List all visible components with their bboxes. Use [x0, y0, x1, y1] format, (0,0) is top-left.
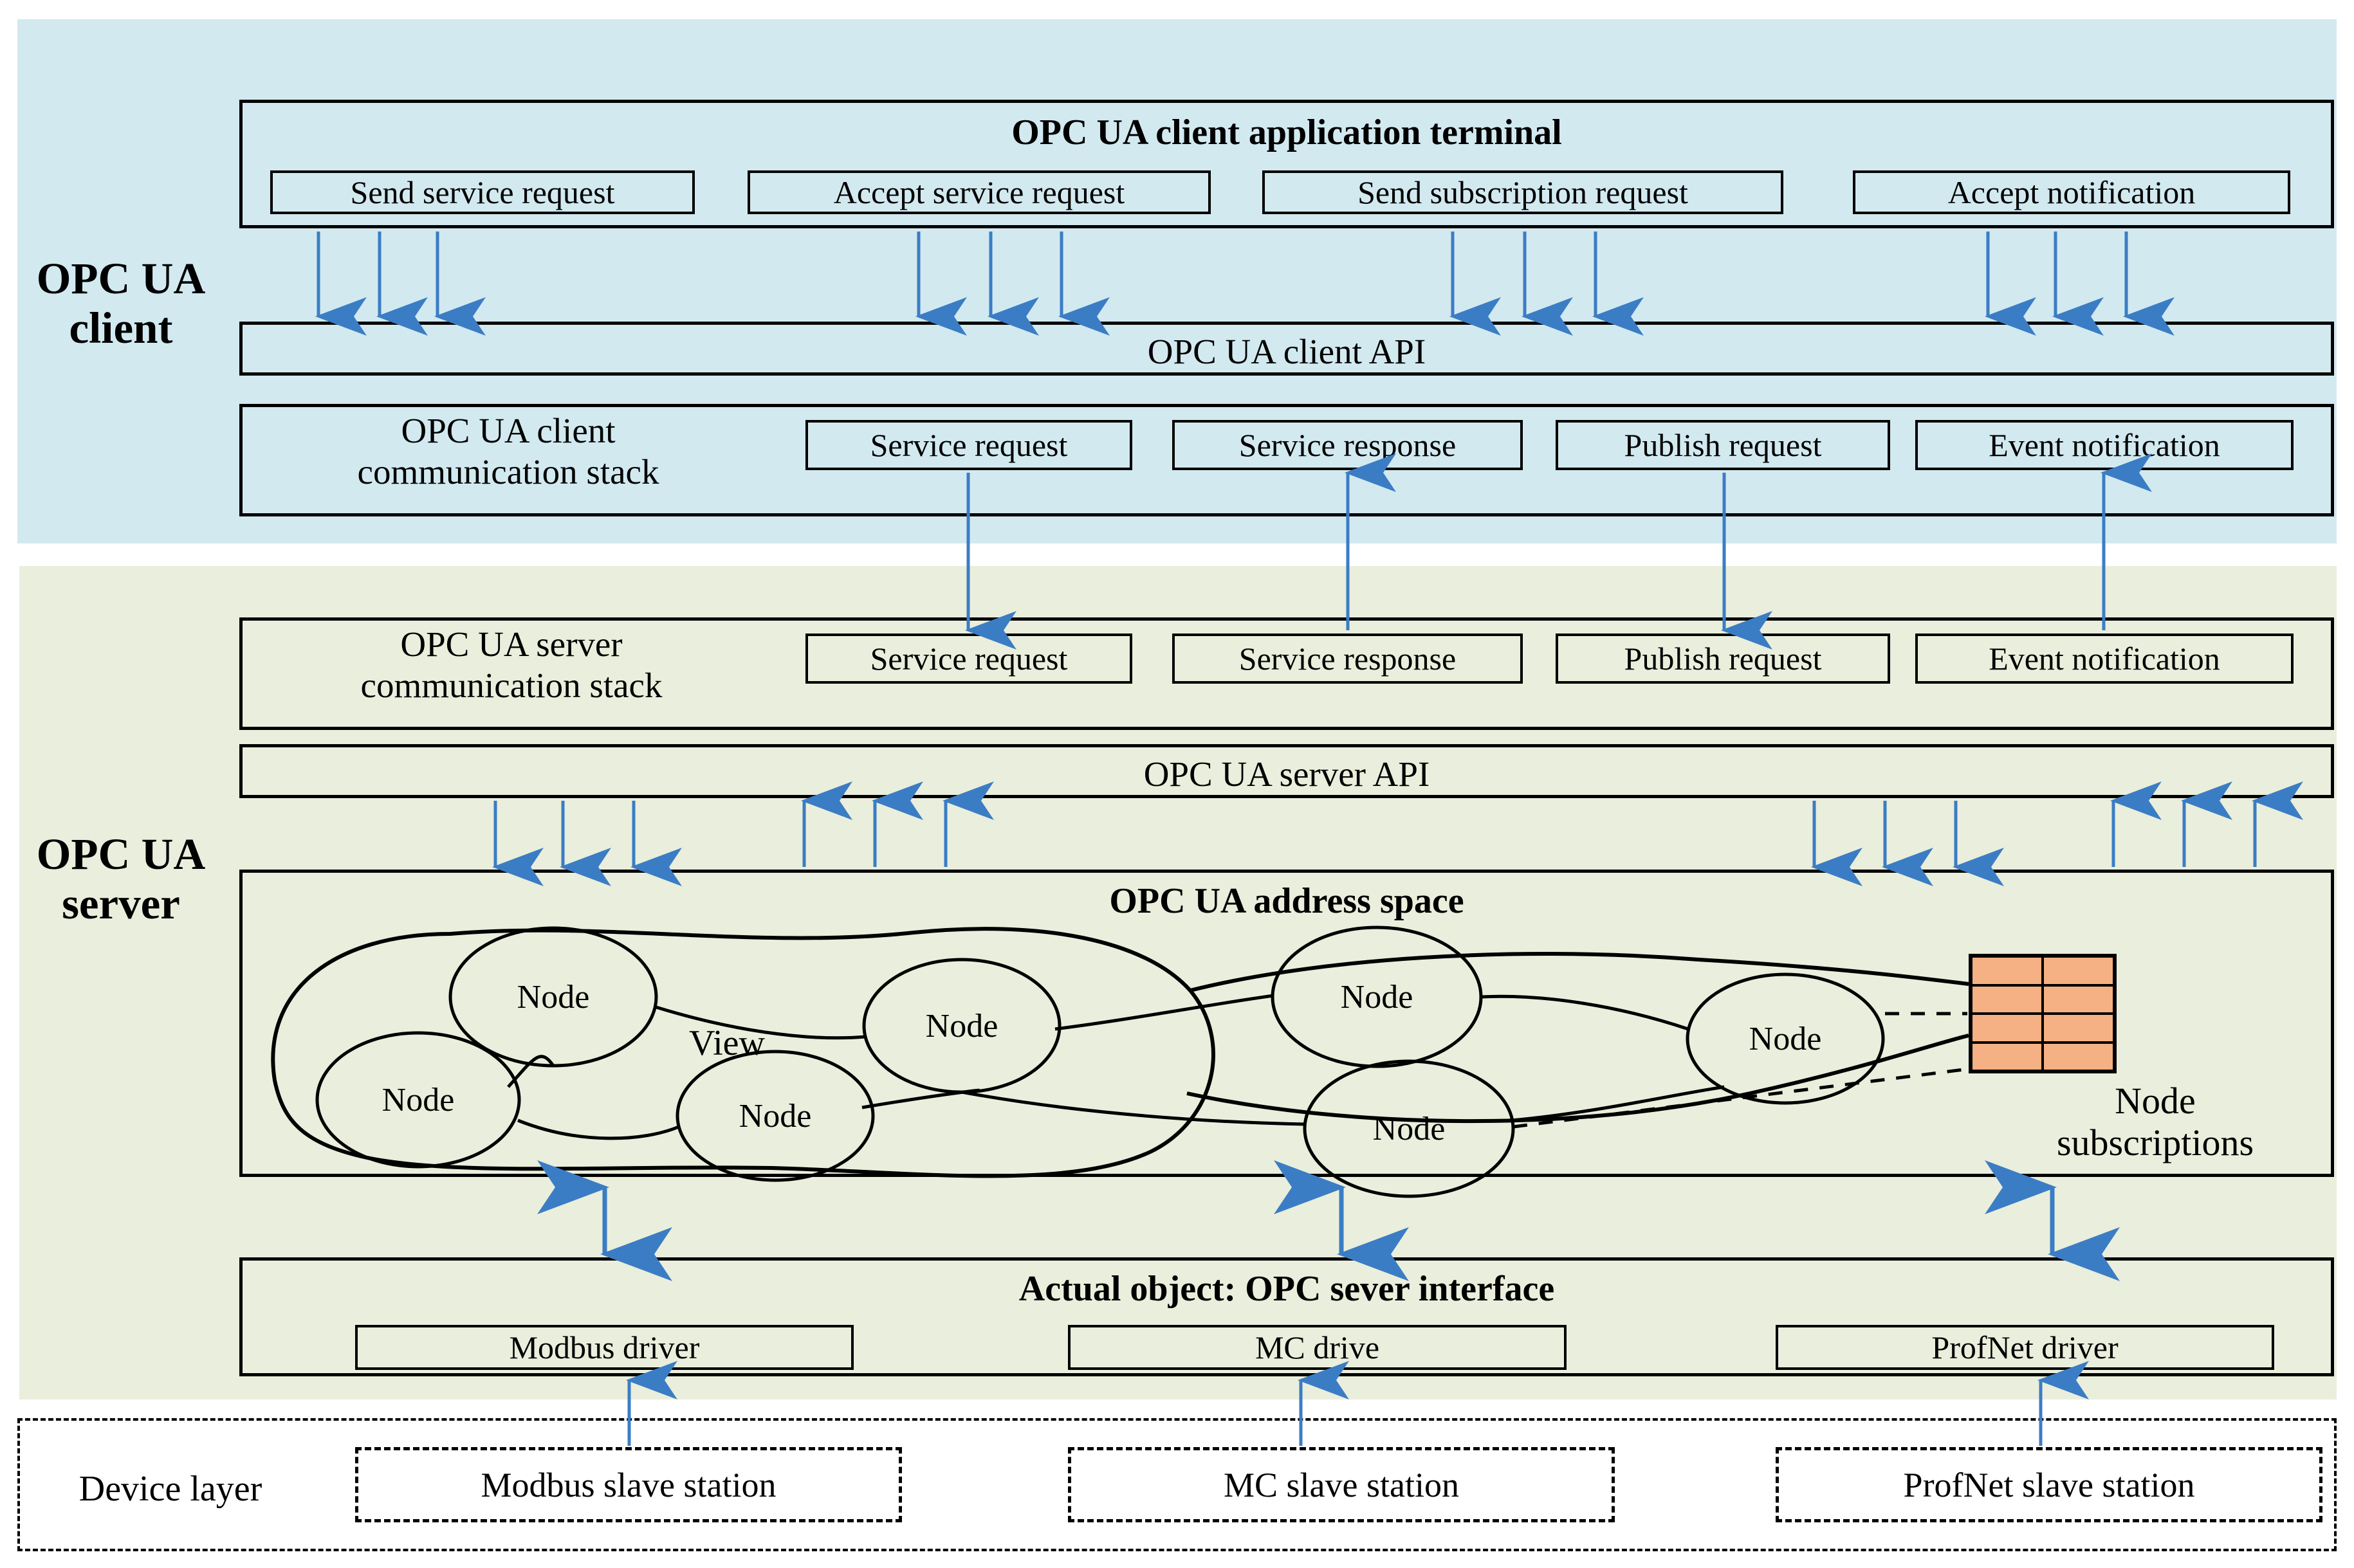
node-subscriptions-grid	[1969, 954, 2117, 1073]
profnet-slave-station-box[interactable]: ProfNet slave station	[1776, 1447, 2322, 1522]
server-publish-request-box[interactable]: Publish request	[1556, 634, 1890, 684]
server-service-request-box[interactable]: Service request	[805, 634, 1132, 684]
server-event-notification-box[interactable]: Event notification	[1915, 634, 2294, 684]
mc-slave-station-box[interactable]: MC slave station	[1068, 1447, 1615, 1522]
node-1: Node	[517, 978, 590, 1016]
opc-ua-address-space-title: OPC UA address space	[1109, 881, 1464, 921]
subscription-cell	[2043, 985, 2114, 1014]
subscription-cell	[1971, 1042, 2043, 1071]
subscription-cell	[1971, 956, 2043, 985]
client-application-terminal-title: OPC UA client application terminal	[1011, 113, 1562, 152]
subscription-cell	[1971, 985, 2043, 1014]
node-6: Node	[739, 1097, 812, 1135]
accept-notification-box[interactable]: Accept notification	[1853, 170, 2290, 214]
opc-ua-server-api-title: OPC UA server API	[1143, 754, 1430, 794]
opc-ua-server-api-box: OPC UA server API	[239, 744, 2334, 798]
modbus-slave-station-box[interactable]: Modbus slave station	[355, 1447, 902, 1522]
client-publish-request-box[interactable]: Publish request	[1556, 420, 1890, 470]
accept-service-request-box[interactable]: Accept service request	[748, 170, 1211, 214]
client-event-notification-box[interactable]: Event notification	[1915, 420, 2294, 470]
view-label: View	[689, 1023, 765, 1063]
server-communication-stack-box	[239, 617, 2334, 730]
opc-ua-client-zone	[17, 19, 2337, 543]
subscription-cell	[2043, 1042, 2114, 1071]
subscription-cell	[2043, 956, 2114, 985]
node-5: Node	[382, 1081, 455, 1118]
actual-object-interface-title: Actual object: OPC sever interface	[1018, 1269, 1555, 1309]
node-2: Node	[925, 1007, 998, 1044]
client-application-terminal-box: OPC UA client application terminal	[239, 100, 2334, 228]
subscription-cell	[1971, 1014, 2043, 1043]
server-service-response-box[interactable]: Service response	[1172, 634, 1523, 684]
device-layer-label: Device layer	[78, 1469, 262, 1509]
node-3: Node	[1340, 978, 1413, 1016]
send-subscription-request-box[interactable]: Send subscription request	[1262, 170, 1783, 214]
node-4: Node	[1749, 1020, 1822, 1057]
client-communication-stack-box	[239, 404, 2334, 516]
client-service-response-box[interactable]: Service response	[1172, 420, 1523, 470]
mc-drive-box[interactable]: MC drive	[1068, 1325, 1567, 1370]
node-7: Node	[1372, 1110, 1446, 1147]
profnet-driver-box[interactable]: ProfNet driver	[1776, 1325, 2274, 1370]
subscription-cell	[2043, 1014, 2114, 1043]
opc-ua-client-api-box: OPC UA client API	[239, 322, 2334, 376]
send-service-request-box[interactable]: Send service request	[270, 170, 695, 214]
opc-ua-client-api-title: OPC UA client API	[1147, 332, 1426, 371]
client-service-request-box[interactable]: Service request	[805, 420, 1132, 470]
modbus-driver-box[interactable]: Modbus driver	[355, 1325, 854, 1370]
